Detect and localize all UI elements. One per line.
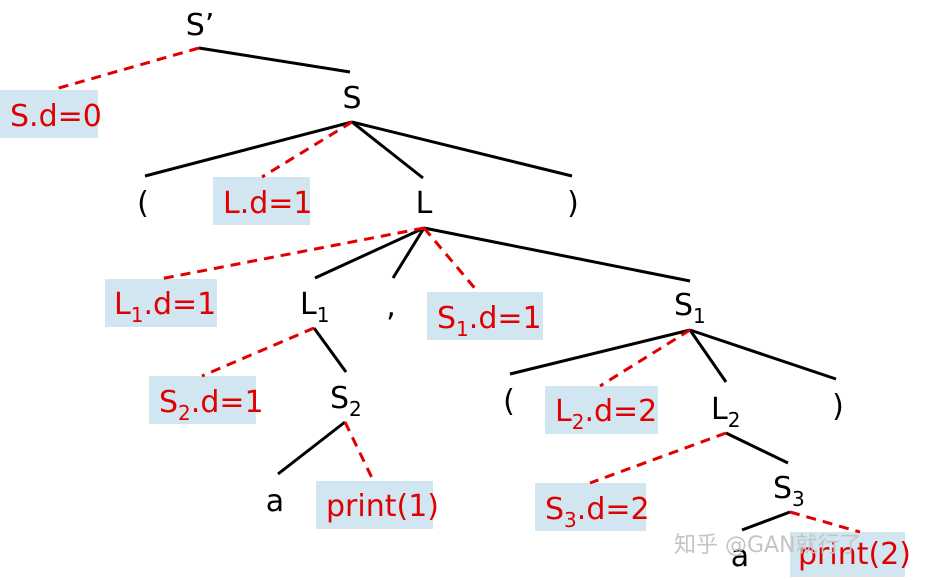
attribute-labels: S.d=0 L.d=1 L1.d=1 S1.d=1 S2.d=1 L2.d=2 … — [10, 99, 911, 572]
box-ld1 — [213, 177, 310, 225]
edge-l2-s3 — [725, 431, 789, 465]
node-s1-subscript: 1 — [693, 304, 706, 328]
edge-sprime-s — [198, 46, 351, 74]
attr-ld1: L.d=1 — [223, 186, 313, 221]
box-sd0 — [0, 90, 98, 138]
attr-l2d2: L2.d=2 — [555, 394, 657, 434]
attr-l1d1-rest: .d=1 — [143, 287, 216, 322]
attr-s1d1: S1.d=1 — [437, 301, 542, 341]
attr-print2: print(2) — [798, 537, 911, 572]
edge-s1-rparen — [689, 328, 837, 381]
dash-l1-s2d1 — [201, 326, 315, 378]
node-s1: S1 — [674, 288, 706, 328]
edge-s-l — [351, 120, 424, 180]
edge-l-comma — [391, 227, 426, 279]
edge-l-s1 — [423, 226, 691, 283]
box-s2d1 — [149, 376, 256, 424]
node-a-2: a — [731, 539, 749, 574]
tree-nodes: S’ S ( L ) L1 , S1 S2 a ( L2 ) S3 a — [137, 8, 844, 574]
dash-l2-s3d2 — [589, 431, 727, 485]
box-l2d2 — [545, 386, 658, 434]
attr-s2d1-subscript: 2 — [178, 401, 191, 425]
node-l2: L2 — [711, 392, 740, 432]
box-print2 — [790, 532, 905, 577]
attribute-edges — [51, 46, 861, 534]
dash-s3-print2 — [789, 510, 861, 534]
node-l1-base: L — [300, 287, 317, 322]
attr-s2d1-base: S — [159, 385, 178, 420]
edge-s1-l2 — [688, 329, 728, 383]
node-lparen: ( — [137, 186, 149, 221]
dash-s-ld1 — [261, 120, 353, 179]
attribute-boxes — [0, 90, 905, 577]
attr-s3d2: S3.d=2 — [545, 492, 650, 532]
node-s3-base: S — [773, 471, 792, 506]
node-rparen-2: ) — [832, 389, 844, 424]
attr-l2d2-base: L — [555, 394, 572, 429]
attr-s3d2-subscript: 3 — [564, 508, 577, 532]
edge-l1-s2 — [312, 327, 348, 373]
edge-s2-a — [277, 420, 346, 476]
attr-s3d2-base: S — [545, 492, 564, 527]
edge-s-rparen — [351, 120, 573, 178]
node-comma: , — [386, 289, 396, 324]
dash-l-s1d1 — [422, 227, 480, 293]
node-s2-base: S — [330, 381, 349, 416]
box-s1d1 — [427, 292, 543, 340]
attr-print1: print(1) — [326, 489, 439, 524]
dash-sprime-sd0 — [51, 46, 200, 92]
watermark: 知乎 @GAN就行了 — [674, 533, 862, 558]
edge-l-l1 — [314, 226, 425, 280]
node-s3: S3 — [773, 471, 805, 511]
node-s3-subscript: 3 — [792, 487, 805, 511]
node-l2-subscript: 2 — [728, 408, 741, 432]
node-s-prime: S’ — [186, 8, 215, 43]
node-l1-subscript: 1 — [317, 303, 330, 327]
attr-l1d1: L1.d=1 — [114, 287, 216, 327]
attr-s2d1-rest: .d=1 — [191, 385, 264, 420]
edge-s1-lparen — [509, 328, 691, 376]
attr-s2d1: S2.d=1 — [159, 385, 264, 425]
attr-l1d1-base: L — [114, 287, 131, 322]
attr-l2d2-subscript: 2 — [572, 410, 585, 434]
node-lparen-2: ( — [503, 384, 515, 419]
node-l1: L1 — [300, 287, 329, 327]
box-s3d2 — [535, 483, 646, 531]
tree-edges — [144, 46, 837, 532]
attr-s1d1-rest: .d=1 — [469, 301, 542, 336]
attr-s1d1-base: S — [437, 301, 456, 336]
node-s1-base: S — [674, 288, 693, 323]
dash-l-l1d1 — [159, 226, 425, 281]
box-l1d1 — [105, 279, 217, 327]
edge-s3-a — [741, 510, 791, 532]
attr-s3d2-rest: .d=2 — [577, 492, 650, 527]
dash-s2-print1 — [343, 421, 374, 479]
node-a-1: a — [266, 484, 284, 519]
node-l2-base: L — [711, 392, 728, 427]
edge-s-lparen — [144, 120, 353, 178]
attr-l2d2-rest: .d=2 — [584, 394, 657, 429]
dash-s1-l2d2 — [599, 328, 691, 388]
attr-l1d1-subscript: 1 — [131, 303, 144, 327]
node-s: S — [342, 81, 361, 116]
box-print1 — [316, 481, 433, 529]
node-rparen: ) — [567, 186, 579, 221]
attr-s1d1-subscript: 1 — [456, 317, 469, 341]
node-s2-subscript: 2 — [349, 397, 362, 421]
node-s2: S2 — [330, 381, 362, 421]
node-l: L — [416, 186, 433, 221]
attr-sd0: S.d=0 — [10, 99, 102, 134]
